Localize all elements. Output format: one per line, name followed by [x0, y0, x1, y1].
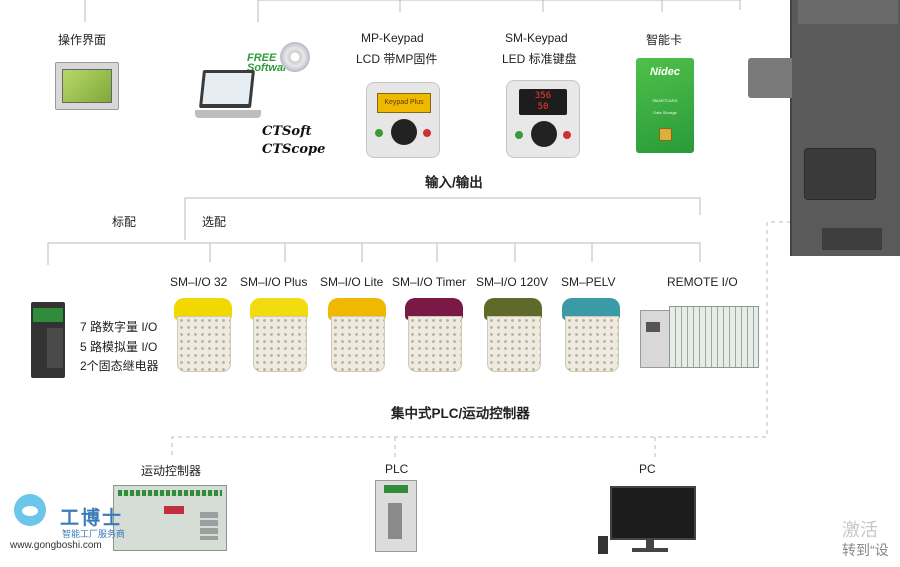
remote-io-label: REMOTE I/O: [667, 275, 738, 289]
sm-keypad-display-bottom: 50: [537, 102, 549, 112]
free-software-logo: FREE Software: [247, 52, 294, 74]
operator-interface-label: 操作界面: [58, 33, 107, 47]
module-label-pelv: SM–PELV: [561, 275, 616, 289]
motion-controller-image: [113, 485, 227, 551]
drive-connector-image: [748, 58, 792, 98]
watermark-url: www.gongboshi.com: [10, 540, 102, 551]
mp-keypad-title: MP-Keypad: [361, 31, 424, 45]
activation-text-line1: 激活: [842, 520, 878, 540]
activation-text-line2: 转到“设: [842, 542, 889, 558]
mp-keypad-image: Keypad Plus: [366, 82, 440, 158]
module-image-io32: [174, 298, 232, 372]
plc-title: 集中式PLC/运动控制器: [391, 406, 530, 421]
watermark-mascot-icon: [10, 490, 50, 536]
module-label-io32: SM–I/O 32: [170, 275, 228, 289]
sm-keypad-display-top: 356: [534, 91, 552, 101]
smart-card-label: 智能卡: [646, 33, 683, 47]
smart-card-chip: [659, 128, 672, 141]
drive-unit-image: [790, 0, 900, 256]
sm-keypad-image: 356 50: [506, 80, 580, 158]
mp-keypad-subtitle: LCD 带MP固件: [356, 52, 438, 66]
ctsoft-logo: CTSoft: [262, 124, 312, 139]
plc-label: PLC: [385, 462, 409, 476]
module-label-io-120v: SM–I/O 120V: [476, 275, 549, 289]
module-label-io-lite: SM–I/O Lite: [320, 275, 384, 289]
onboard-relays: 2个固态继电器: [80, 359, 159, 373]
optional-label: 选配: [202, 215, 227, 229]
module-image-io-120v: [484, 298, 542, 372]
io-title: 输入/输出: [425, 175, 483, 190]
smart-card-image: Nidec SMARTCARD Data Storage: [636, 58, 694, 153]
motion-controller-label: 运动控制器: [141, 464, 202, 478]
mp-keypad-screen: Keypad Plus: [377, 93, 431, 113]
onboard-io-image: [25, 302, 71, 378]
remote-io-image: [640, 306, 759, 368]
smart-card-brand: Nidec: [650, 66, 680, 78]
module-image-pelv: [562, 298, 620, 372]
pc-label: PC: [639, 462, 656, 476]
onboard-digital-io: 7 路数字量 I/O: [80, 320, 158, 334]
module-image-io-plus: [250, 298, 308, 372]
plc-image: [375, 480, 417, 552]
watermark-brand: 工博士: [60, 508, 124, 529]
onboard-analog-io: 5 路模拟量 I/O: [80, 340, 158, 354]
ctscope-logo: CTScope: [262, 142, 326, 157]
sm-keypad-title: SM-Keypad: [505, 31, 568, 45]
module-image-io-timer: [405, 298, 463, 372]
module-label-io-plus: SM–I/O Plus: [240, 275, 308, 289]
module-label-io-timer: SM–I/O Timer: [392, 275, 467, 289]
standard-label: 标配: [112, 215, 137, 229]
module-image-io-lite: [328, 298, 386, 372]
pc-image: [598, 478, 698, 558]
hmi-panel-image: [55, 62, 119, 110]
watermark-tagline: 智能工厂服务商: [62, 529, 126, 539]
sm-keypad-subtitle: LED 标准键盘: [502, 52, 577, 66]
cd-disc-image: [280, 42, 310, 72]
laptop-image: [195, 70, 263, 128]
